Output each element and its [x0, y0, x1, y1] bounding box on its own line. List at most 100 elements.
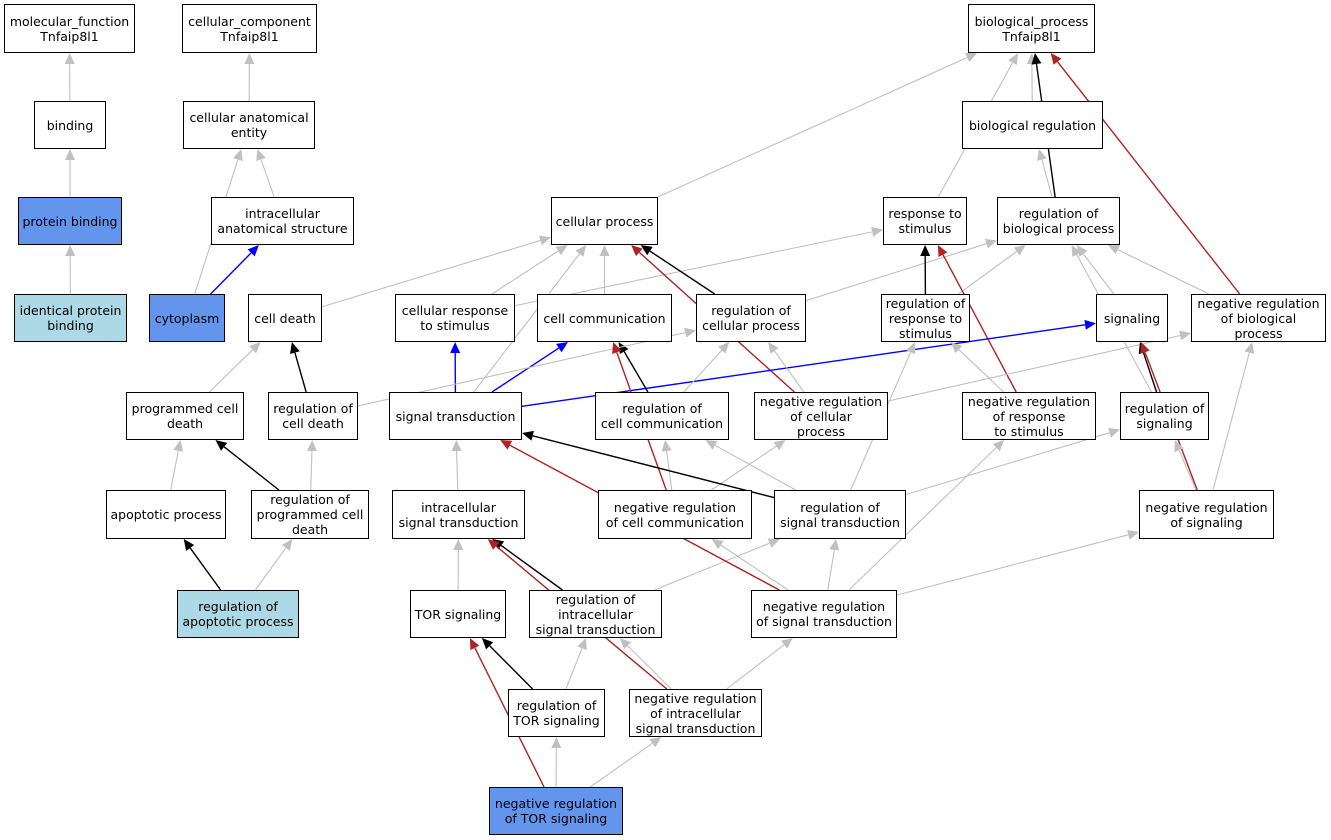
edge-cellular-anatomical-entity-to-cellular-component-arrowhead — [244, 53, 255, 65]
node-negative-regulation-of-biological-process[interactable]: negative regulation of biological proces… — [1191, 294, 1326, 342]
node-biological-regulation[interactable]: biological regulation — [962, 101, 1103, 149]
edge-regulation-of-programmed-cell-death-to-programmed-cell-death-arrowhead — [215, 440, 228, 451]
edge-cell-communication-to-cellular-process-arrowhead — [599, 245, 610, 256]
node-regulation-of-cellular-process[interactable]: regulation of cellular process — [696, 294, 806, 342]
node-cell-communication[interactable]: cell communication — [537, 294, 672, 342]
edge-negative-regulation-of-cellular-process-to-regulation-of-cellular-process-arrowhead — [768, 342, 779, 354]
node-programmed-cell-death[interactable]: programmed cell death — [126, 392, 244, 440]
edge-regulation-of-signal-transduction-to-regulation-of-response-to-stimulus-arrowhead — [906, 342, 916, 355]
node-protein-binding[interactable]: protein binding — [18, 197, 122, 245]
edge-regulation-of-signal-transduction-to-regulation-of-signaling — [905, 432, 1110, 495]
node-cellular-component[interactable]: cellular_component Tnfaip8l1 — [182, 4, 317, 53]
edge-negative-regulation-of-signal-transduction-to-negative-regulation-of-cell-communication-arrowhead — [711, 539, 724, 550]
edge-negative-regulation-of-cellular-process-to-negative-regulation-of-biological-process — [887, 334, 1181, 402]
edge-regulation-of-cellular-process-to-cellular-process — [649, 250, 716, 295]
edge-intracellular-signal-transduction-to-signal-transduction — [456, 450, 459, 491]
edge-negative-regulation-of-cellular-process-to-negative-regulation-of-biological-process-arrowhead — [1179, 330, 1191, 341]
node-tor-signaling[interactable]: TOR signaling — [410, 590, 506, 638]
node-cellular-process[interactable]: cellular process — [551, 197, 658, 245]
node-identical-protein-binding[interactable]: identical protein binding — [14, 294, 127, 342]
edge-regulation-of-apoptotic-process-to-apoptotic-process-arrowhead — [183, 539, 195, 551]
edge-regulation-of-cell-communication-to-cell-communication-arrowhead — [618, 342, 629, 355]
edge-intracellular-signal-transduction-to-signal-transduction-arrowhead — [451, 440, 462, 452]
edge-negative-regulation-of-signal-transduction-to-negative-regulation-of-response-to-stimulus-arrowhead — [992, 440, 1005, 452]
edge-apoptotic-process-to-programmed-cell-death — [170, 450, 179, 491]
edge-negative-regulation-of-signal-transduction-to-negative-regulation-of-response-to-stimulus — [848, 447, 997, 591]
node-cytoplasm[interactable]: cytoplasm — [149, 294, 225, 342]
node-regulation-of-response-to-stimulus[interactable]: regulation of response to stimulus — [881, 294, 970, 342]
edge-negative-regulation-of-cell-communication-to-cell-communication-arrowhead — [612, 342, 622, 355]
node-regulation-of-signal-transduction[interactable]: regulation of signal transduction — [774, 490, 906, 539]
edge-cellular-response-to-stimulus-to-response-to-stimulus — [514, 231, 873, 307]
edge-signal-transduction-to-cellular-process — [473, 253, 580, 393]
edge-negative-regulation-of-intracellular-signal-transduction-to-negative-regulation-of-signal-transduction-arrowhead — [781, 638, 793, 649]
edge-regulation-of-cellular-process-to-regulation-of-biological-process-arrowhead — [985, 238, 997, 249]
edge-intracellular-anatomical-structure-to-cellular-anatomical-entity-arrowhead — [256, 149, 266, 162]
edge-negative-regulation-of-biological-process-to-biological-process — [1056, 61, 1241, 295]
edge-negative-regulation-of-tor-signaling-to-tor-signaling-arrowhead — [469, 638, 480, 651]
edge-negative-regulation-of-cell-communication-to-negative-regulation-of-cellular-process — [711, 445, 777, 491]
node-regulation-of-cell-communication[interactable]: regulation of cell communication — [595, 392, 729, 440]
node-response-to-stimulus[interactable]: response to stimulus — [883, 197, 967, 245]
edge-signal-transduction-to-cellular-process-arrowhead — [575, 245, 587, 257]
node-signaling[interactable]: signaling — [1096, 294, 1168, 342]
edge-regulation-of-tor-signaling-to-tor-signaling — [489, 645, 534, 690]
node-cell-death[interactable]: cell death — [248, 294, 322, 342]
node-negative-regulation-of-cell-communication[interactable]: negative regulation of cell communicatio… — [598, 490, 752, 539]
edge-apoptotic-process-to-programmed-cell-death-arrowhead — [173, 440, 184, 452]
node-negative-regulation-of-tor-signaling[interactable]: negative regulation of TOR signaling — [489, 787, 623, 835]
node-negative-regulation-of-signaling[interactable]: negative regulation of signaling — [1139, 490, 1274, 539]
edge-regulation-of-cell-death-to-cell-death — [294, 352, 307, 393]
node-negative-regulation-of-intracellular-signal-transduction[interactable]: negative regulation of intracellular sig… — [629, 689, 762, 737]
node-molecular-function[interactable]: molecular_function Tnfaip8l1 — [4, 4, 135, 53]
edge-signaling-to-regulation-of-biological-process-arrowhead — [1076, 245, 1088, 257]
edge-negative-regulation-of-biological-process-to-regulation-of-biological-process — [1117, 249, 1210, 295]
node-regulation-of-apoptotic-process[interactable]: regulation of apoptotic process — [177, 590, 299, 638]
edge-regulation-of-cell-communication-to-cell-communication — [623, 351, 649, 393]
edge-negative-regulation-of-tor-signaling-to-negative-regulation-of-intracellular-signal-transduction-arrowhead — [649, 737, 662, 748]
edge-signal-transduction-to-cellular-response-to-stimulus-arrowhead — [450, 342, 461, 354]
edge-intracellular-anatomical-structure-to-cellular-anatomical-entity — [260, 159, 275, 198]
node-regulation-of-biological-process[interactable]: regulation of biological process — [997, 197, 1120, 245]
edge-regulation-of-signal-transduction-to-signal-transduction-arrowhead — [522, 430, 534, 441]
node-biological-process[interactable]: biological_process Tnfaip8l1 — [968, 4, 1095, 53]
node-regulation-of-signaling[interactable]: regulation of signaling — [1120, 392, 1209, 440]
edge-regulation-of-tor-signaling-to-tor-signaling-arrowhead — [481, 638, 494, 650]
edge-response-to-stimulus-to-biological-process-arrowhead — [1008, 53, 1018, 66]
node-negative-regulation-of-cellular-process[interactable]: negative regulation of cellular process — [754, 392, 888, 440]
node-cellular-response-to-stimulus[interactable]: cellular response to stimulus — [395, 294, 515, 342]
edge-regulation-of-response-to-stimulus-to-regulation-of-biological-process — [958, 251, 1018, 295]
edge-cell-death-to-cellular-process-arrowhead — [539, 235, 551, 246]
node-negative-regulation-of-response-to-stimulus[interactable]: negative regulation of response to stimu… — [962, 392, 1096, 440]
edge-negative-regulation-of-signal-transduction-to-regulation-of-signal-transduction-arrowhead — [829, 539, 840, 551]
node-cellular-anatomical-entity[interactable]: cellular anatomical entity — [183, 101, 315, 149]
node-regulation-of-programmed-cell-death[interactable]: regulation of programmed cell death — [251, 490, 369, 539]
edge-signaling-to-regulation-of-biological-process — [1082, 253, 1115, 295]
edge-layer — [64, 52, 1255, 788]
node-intracellular-signal-transduction[interactable]: intracellular signal transduction — [392, 490, 525, 539]
node-intracellular-anatomical-structure[interactable]: intracellular anatomical structure — [211, 197, 354, 245]
edge-negative-regulation-of-biological-process-to-biological-process-arrowhead — [1050, 53, 1062, 65]
node-negative-regulation-of-signal-transduction[interactable]: negative regulation of signal transducti… — [751, 590, 897, 638]
edge-tor-signaling-to-intracellular-signal-transduction-arrowhead — [453, 539, 464, 551]
edge-regulation-of-signaling-to-signaling — [1142, 352, 1158, 393]
node-regulation-of-intracellular-signal-transduction[interactable]: regulation of intracellular signal trans… — [529, 590, 662, 638]
node-binding[interactable]: binding — [34, 101, 106, 149]
edge-negative-regulation-of-cellular-process-to-cellular-process-arrowhead — [631, 245, 643, 257]
edge-programmed-cell-death-to-cell-death — [209, 349, 254, 393]
edge-negative-regulation-of-response-to-stimulus-to-response-to-stimulus-arrowhead — [937, 245, 948, 258]
edge-regulation-of-signal-transduction-to-regulation-of-cell-communication — [714, 444, 796, 491]
node-regulation-of-cell-death[interactable]: regulation of cell death — [268, 392, 358, 440]
node-signal-transduction[interactable]: signal transduction — [389, 392, 522, 440]
node-apoptotic-process[interactable]: apoptotic process — [106, 490, 226, 539]
edge-regulation-of-tor-signaling-to-regulation-of-intracellular-signal-transduction-arrowhead — [577, 638, 587, 651]
edge-regulation-of-programmed-cell-death-to-regulation-of-cell-death-arrowhead — [306, 440, 317, 452]
edge-regulation-of-response-to-stimulus-to-regulation-of-biological-process-arrowhead — [1013, 245, 1026, 256]
edge-cellular-response-to-stimulus-to-response-to-stimulus-arrowhead — [871, 226, 883, 237]
edge-regulation-of-cell-death-to-cell-death-arrowhead — [290, 342, 300, 354]
edge-cytoplasm-to-intracellular-anatomical-structure — [210, 252, 252, 295]
edge-regulation-of-intracellular-signal-transduction-to-regulation-of-signal-transduction — [654, 542, 770, 591]
edge-negative-regulation-of-signal-transduction-to-negative-regulation-of-signaling — [896, 534, 1129, 596]
edge-negative-regulation-of-intracellular-signal-transduction-to-intracellular-signal-transduction-arrowhead — [487, 539, 500, 550]
node-regulation-of-tor-signaling[interactable]: regulation of TOR signaling — [508, 689, 605, 737]
